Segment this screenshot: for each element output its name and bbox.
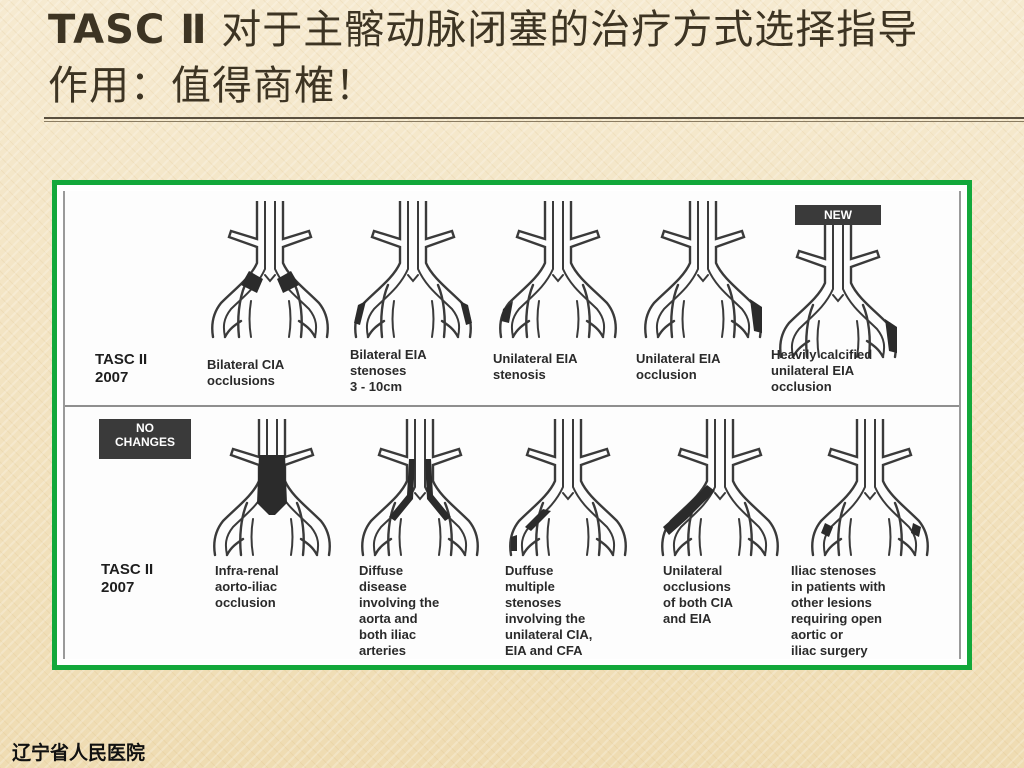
lesion-label-row1-1: Bilateral CIA occlusions bbox=[207, 357, 285, 388]
artery-inner-wall bbox=[655, 201, 751, 338]
lesion-label-row2-1: Infra-renal aorto-iliac occlusion bbox=[215, 563, 279, 610]
artery-diagram-row1-5 bbox=[779, 221, 897, 359]
artery-outline bbox=[213, 419, 331, 557]
lesion-segment bbox=[354, 301, 366, 325]
tasc-figure: NEW TASC II 2007 Bilateral CIA occlusion… bbox=[63, 191, 961, 659]
artery-outline bbox=[779, 221, 897, 359]
lesion-segment bbox=[750, 299, 762, 333]
slide-title-line-2: 作用：值得商榷！ bbox=[48, 63, 376, 109]
lesion-label-row1-5: Heavily calcified unilateral EIA occlusi… bbox=[771, 347, 873, 394]
title-prefix: TASC Ⅱ bbox=[48, 7, 208, 53]
lesion-label-row2-3: Duffuse multiple stenoses involving the … bbox=[505, 563, 593, 658]
artery-inner-wall bbox=[372, 419, 468, 556]
artery-diagram-row2-5 bbox=[811, 419, 929, 557]
artery-outline bbox=[509, 419, 627, 557]
artery-diagram-row2-2 bbox=[361, 419, 479, 557]
lesion-label-row1-4: Unilateral EIA occlusion bbox=[636, 351, 721, 382]
lesion-segment bbox=[911, 523, 921, 537]
lesion-segment bbox=[525, 509, 551, 531]
artery-outline bbox=[499, 201, 617, 339]
lesion-segment bbox=[277, 271, 299, 293]
artery-outline bbox=[211, 201, 329, 339]
artery-diagram-row1-3 bbox=[499, 201, 617, 339]
lesion-segment bbox=[425, 459, 451, 521]
artery-diagram-row2-1 bbox=[213, 419, 331, 557]
artery-inner-wall bbox=[510, 201, 606, 338]
lesion-segment bbox=[460, 301, 472, 325]
artery-inner-wall bbox=[672, 419, 768, 556]
artery-diagram-row2-3 bbox=[509, 419, 627, 557]
lesion-segment bbox=[241, 271, 263, 293]
lesion-segment bbox=[501, 301, 513, 323]
lesion-label-row1-2: Bilateral EIA stenoses 3 - 10cm bbox=[350, 347, 427, 394]
tasc-figure-frame: NEW TASC II 2007 Bilateral CIA occlusion… bbox=[52, 180, 972, 670]
artery-outline bbox=[661, 419, 779, 557]
artery-diagram-row2-4 bbox=[661, 419, 779, 557]
tasc-label-row2: TASC II 2007 bbox=[101, 561, 154, 596]
artery-outline bbox=[361, 419, 479, 557]
slide-title: TASC Ⅱ 对于主髂动脉闭塞的治疗方式选择指导 作用：值得商榷！ bbox=[48, 2, 988, 114]
artery-outline bbox=[644, 201, 762, 339]
hospital-name: 辽宁省人民医院 bbox=[12, 742, 146, 764]
lesion-label-row2-5: Iliac stenoses in patients with other le… bbox=[791, 563, 886, 658]
slide-title-line-1: TASC Ⅱ 对于主髂动脉闭塞的治疗方式选择指导 bbox=[48, 2, 988, 58]
lesion-label-row2-2: Diffuse disease involving the aorta and … bbox=[359, 563, 440, 658]
lesion-segment bbox=[821, 523, 833, 537]
tasc-label-row1: TASC II 2007 bbox=[95, 351, 148, 386]
no-changes-badge: NO CHANGES bbox=[99, 419, 191, 459]
artery-inner-wall bbox=[790, 221, 886, 358]
lesion-segment bbox=[663, 485, 715, 535]
lesion-label-row1-3: Unilateral EIA stenosis bbox=[493, 351, 578, 382]
artery-inner-wall bbox=[222, 201, 318, 338]
artery-inner-wall bbox=[365, 201, 461, 338]
lesion-segment bbox=[885, 319, 897, 353]
title-line-1-rest: 对于主髂动脉闭塞的治疗方式选择指导 bbox=[221, 7, 919, 53]
new-badge: NEW bbox=[795, 205, 881, 225]
artery-outline bbox=[354, 201, 472, 339]
title-underline-thin bbox=[44, 121, 1024, 122]
title-underline bbox=[44, 117, 1024, 119]
row-divider bbox=[65, 405, 959, 407]
lesion-label-row2-4: Unilateral occlusions of both CIA and EI… bbox=[663, 563, 734, 626]
artery-diagram-row1-4 bbox=[644, 201, 762, 339]
lesion-segment bbox=[389, 459, 415, 521]
lesion-segment bbox=[511, 535, 517, 551]
artery-outline bbox=[811, 419, 929, 557]
lesion-segment bbox=[257, 455, 287, 515]
artery-diagram-row1-1 bbox=[211, 201, 329, 339]
artery-diagram-row1-2 bbox=[354, 201, 472, 339]
